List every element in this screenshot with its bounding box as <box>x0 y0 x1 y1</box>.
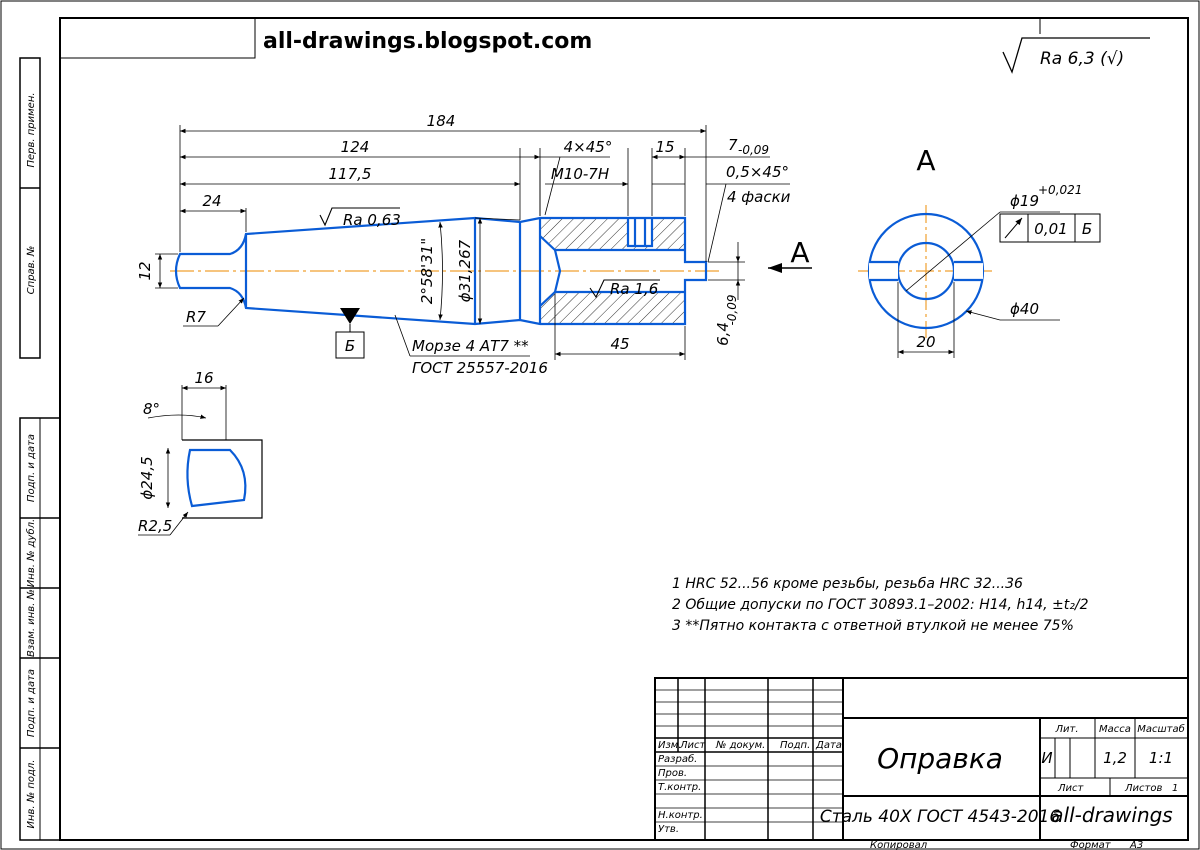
title-block-text: Изм. Лист № докум. Подп. Дата Разраб. Пр… <box>658 723 1185 850</box>
side-label-3: Подп. и дата <box>26 434 37 502</box>
dim-taper-angle: 2°58'31" <box>418 238 436 304</box>
dim-15: 15 <box>655 138 674 156</box>
hatched-section-top <box>540 218 685 250</box>
section-d40: ϕ40 <box>1010 300 1039 318</box>
dim-chamfer-05x45: 0,5×45° <box>726 163 789 181</box>
note-2: 2 Общие допуски по ГОСТ 30893.1–2002: H1… <box>672 597 1089 613</box>
roughness-general: Ra 6,3 (√) <box>1002 37 1150 74</box>
section-view-a: А ϕ19 +0,021 0,01 Б ϕ40 20 <box>858 144 1101 358</box>
side-label-5: Взам. инв. № <box>26 589 37 657</box>
roughness-ra063: Ra 0,63 <box>343 211 401 229</box>
sheets-label: Листов <box>1124 783 1162 794</box>
technical-notes: 1 HRC 52...56 кроме резьбы, резьба HRC 3… <box>672 576 1089 634</box>
side-label-7: Инв. № подл. <box>26 760 37 829</box>
note-1: 1 HRC 52...56 кроме резьбы, резьба HRC 3… <box>672 576 1023 592</box>
row-prov: Пров. <box>658 768 687 779</box>
dim-4-chamfers: 4 фаски <box>727 188 791 206</box>
detail-view: 16 8° ϕ24,5 R2,5 <box>138 369 263 536</box>
dim-45: 45 <box>610 335 629 353</box>
dim-24: 24 <box>202 192 221 210</box>
section-label-a: А <box>916 144 935 177</box>
side-labels: Перв. примен. Справ. № Подп. и дата Инв.… <box>25 92 37 828</box>
dim-chamfer-4x45: 4×45° <box>564 138 613 156</box>
view-arrow-a: А <box>768 236 812 273</box>
dim-d31-267: ϕ31,267 <box>456 239 474 302</box>
title-block <box>654 677 1189 841</box>
hatched-section-bottom <box>540 292 685 324</box>
sheet-label: Лист <box>1057 783 1085 794</box>
gost-label: ГОСТ 25557-2016 <box>412 359 548 377</box>
section-d19-tol: +0,021 <box>1038 183 1082 197</box>
row-razrab: Разраб. <box>658 753 697 765</box>
format-label: Формат <box>1070 840 1112 850</box>
dim-7-tol: -0,09 <box>738 143 769 157</box>
material: Сталь 40Х ГОСТ 4543-2016 <box>820 807 1061 827</box>
datum-b: Б <box>335 308 365 359</box>
dim-117-5: 117,5 <box>329 165 372 183</box>
tolerance-datum: Б <box>1082 220 1092 238</box>
section-d19: ϕ19 <box>1010 192 1039 210</box>
thread-m10: M10-7H <box>551 165 609 183</box>
scale-label: Масштаб <box>1137 723 1185 735</box>
lit-value: И <box>1041 749 1052 767</box>
row-nkontr: Н.контр. <box>658 810 703 821</box>
side-label-2: Справ. № <box>26 246 37 295</box>
roughness-ra16: Ra 1,6 <box>610 280 658 298</box>
scale-value: 1:1 <box>1149 749 1173 767</box>
sheets-value: 1 <box>1172 783 1178 794</box>
copied-label: Копировал <box>870 840 928 850</box>
side-label-6: Подп. и дата <box>26 669 37 737</box>
datum-b-label: Б <box>345 337 355 355</box>
detail-dim-r2-5: R2,5 <box>138 517 172 535</box>
site-watermark: all-drawings.blogspot.com <box>263 29 592 54</box>
morse-label: Морзе 4 АТ7 ** <box>412 337 529 355</box>
dim-6-4-tol: -0,09 <box>725 294 739 325</box>
dim-184: 184 <box>427 112 456 130</box>
dimension-texts: 184 124 117,5 24 4×45° 15 7 -0,09 0,5×45… <box>136 112 791 377</box>
side-label-1: Перв. примен. <box>26 92 37 167</box>
side-label-4: Инв. № дубл. <box>25 519 37 587</box>
row-tkontr: Т.контр. <box>658 782 701 793</box>
tolerance-value: 0,01 <box>1034 220 1067 238</box>
note-3: 3 **Пятно контакта с ответной втулкой не… <box>672 618 1074 634</box>
part-title: Оправка <box>877 742 1003 775</box>
lit-label: Лит. <box>1054 724 1078 735</box>
mass-label: Масса <box>1099 724 1131 735</box>
format-value: А3 <box>1129 840 1143 850</box>
part-outline <box>174 216 708 326</box>
roughness-label: Ra 6,3 (√) <box>1040 49 1124 69</box>
col-sign: Подп. <box>780 740 810 751</box>
mass-value: 1,2 <box>1103 749 1127 767</box>
dim-124: 124 <box>341 138 370 156</box>
col-izm: Изм. <box>658 740 682 751</box>
detail-dim-16: 16 <box>194 369 213 387</box>
dim-6-4: 6,4 <box>714 322 732 346</box>
section-dim-20: 20 <box>916 333 935 351</box>
dim-r7: R7 <box>186 308 206 326</box>
view-label-a: А <box>790 236 809 269</box>
dim-7: 7 <box>728 136 738 154</box>
col-doc: № докум. <box>715 740 765 751</box>
dim-12: 12 <box>136 261 154 280</box>
dimension-lines <box>155 125 790 360</box>
detail-angle-8: 8° <box>143 400 160 418</box>
col-date: Дата <box>815 740 842 751</box>
col-list: Лист <box>679 740 707 751</box>
row-utv: Утв. <box>658 824 679 835</box>
organization: all-drawings <box>1051 803 1172 827</box>
detail-dim-d24-5: ϕ24,5 <box>138 456 156 499</box>
